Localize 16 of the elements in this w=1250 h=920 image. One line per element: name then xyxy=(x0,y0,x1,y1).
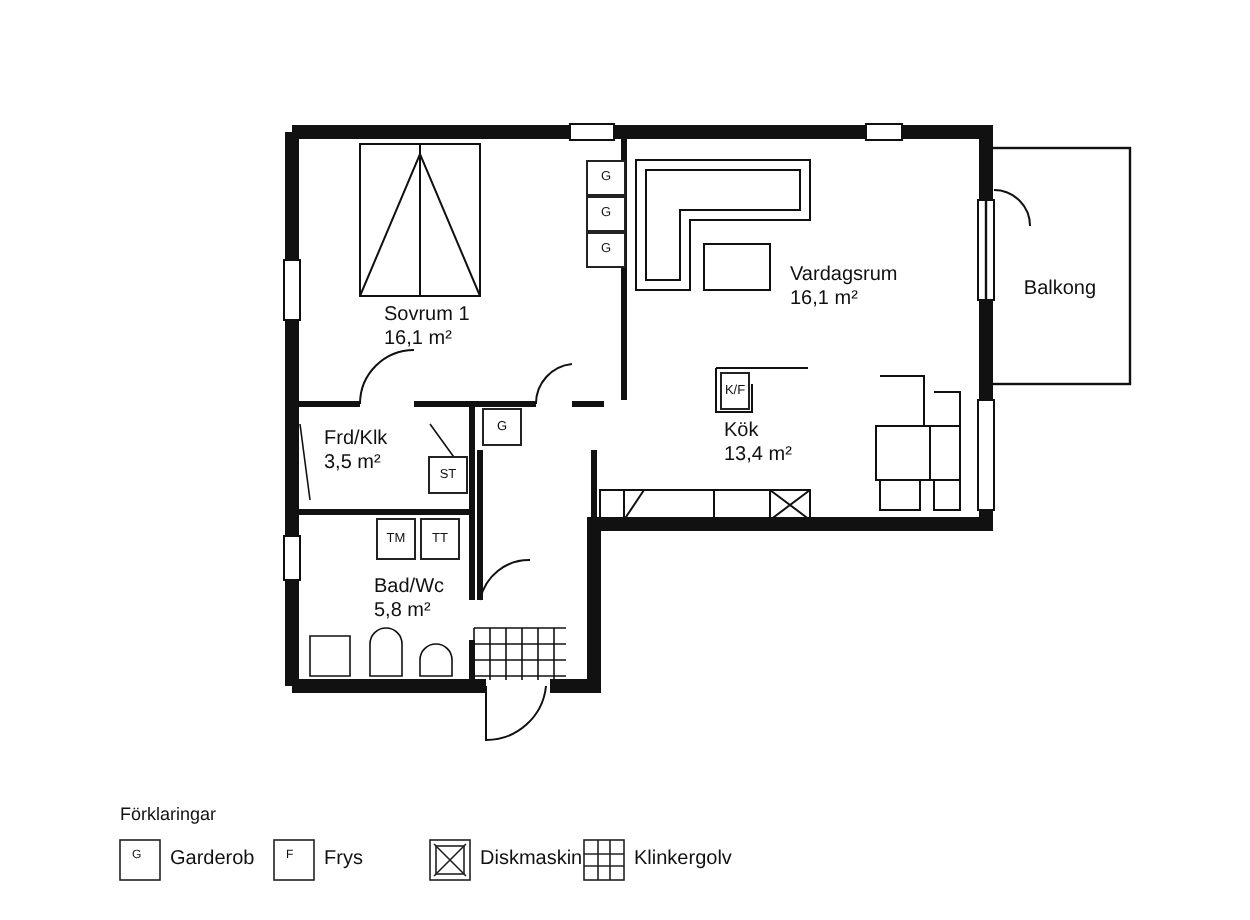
room-name: Balkong xyxy=(1023,278,1097,302)
room-name: Vardagsrum xyxy=(790,264,898,288)
legend-label: Diskmaskin xyxy=(480,848,583,870)
room-area: 5,8 m² xyxy=(374,600,431,624)
legend-label: Frys xyxy=(324,848,363,870)
legend-label: Garderob xyxy=(170,848,255,870)
room-area: 16,1 m² xyxy=(384,328,452,352)
legend-heading: Förklaringar xyxy=(120,804,217,824)
room-name: Frd/Klk xyxy=(324,428,388,452)
room-name: Sovrum 1 xyxy=(384,304,470,328)
room-name: Bad/Wc xyxy=(374,576,445,600)
room-area: 16,1 m² xyxy=(790,288,858,312)
room-area: 3,5 m² xyxy=(324,452,381,476)
room-area: 13,4 m² xyxy=(724,444,792,468)
legend-label: Klinkergolv xyxy=(634,848,732,870)
room-name: Kök xyxy=(724,420,759,444)
